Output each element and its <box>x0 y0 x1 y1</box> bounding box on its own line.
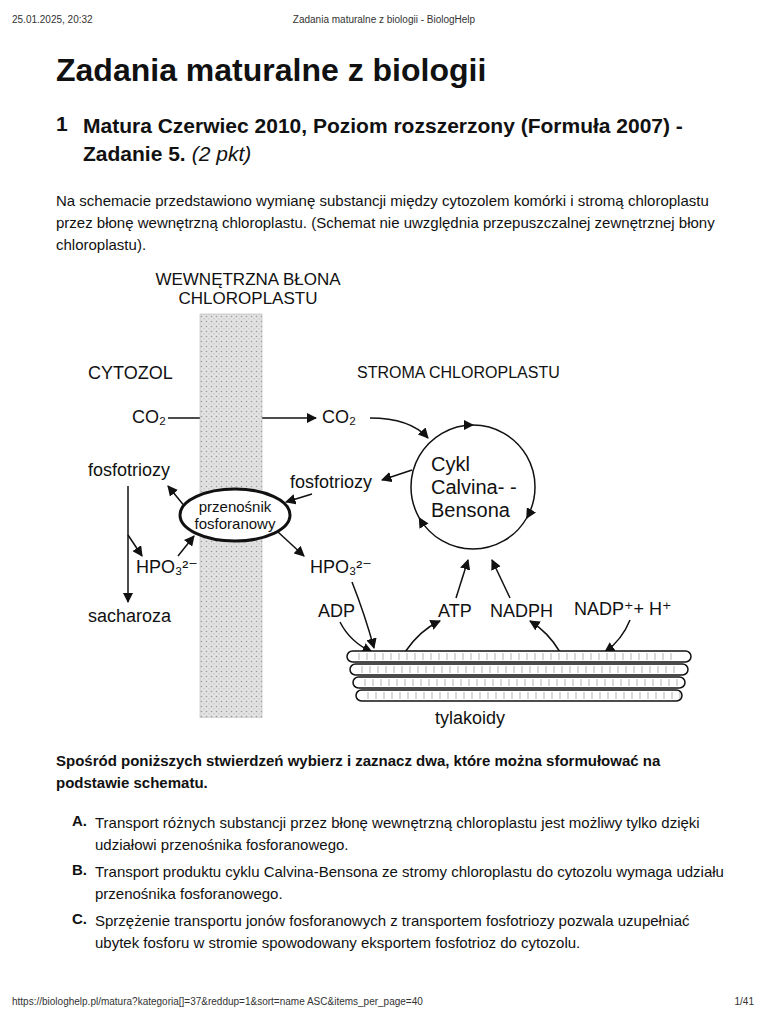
option-letter: A. <box>72 812 87 829</box>
option-letter: B. <box>72 861 87 878</box>
molecule-label: fosfotriozy <box>88 460 170 481</box>
molecule-label: HPO₃²⁻ <box>310 556 372 578</box>
region-label: CYTOZOL <box>88 363 173 384</box>
footer-url: https://biologhelp.pl/matura?kategoria[]… <box>12 996 423 1007</box>
molecule-label: HPO₃²⁻ <box>136 556 198 578</box>
molecule-label: sacharoza <box>88 606 171 627</box>
molecule-label: ATP <box>438 601 472 622</box>
cycle-circle: Cykl Calvina- -Bensona <box>408 422 538 552</box>
page-title: Zadania maturalne z biologii <box>56 52 486 89</box>
header-title: Zadania maturalne z biologii - BiologHel… <box>234 14 534 25</box>
page-number: 1/41 <box>735 996 754 1007</box>
carrier-ellipse: przenośnik fosforanowy <box>178 487 292 543</box>
task-heading-text: Matura Czerwiec 2010, Poziom rozszerzony… <box>83 114 683 165</box>
cycle-label: Cykl Calvina- -Bensona <box>423 453 523 522</box>
task-points: (2 pkt) <box>192 142 252 165</box>
molecule-label: CO₂ <box>132 407 166 428</box>
question-text: Spośród poniższych stwierdzeń wybierz i … <box>56 750 716 794</box>
option-text: Transport produktu cyklu Calvina-Bensona… <box>95 861 735 905</box>
thylakoid-shapes <box>345 648 695 706</box>
molecule-label: NADPH <box>490 601 553 622</box>
molecule-label: ADP <box>318 601 355 622</box>
option-text: Transport różnych substancji przez błonę… <box>95 812 735 856</box>
option-text: Sprzężenie transportu jonów fosforanowyc… <box>95 910 735 954</box>
header-date: 25.01.2025, 20:32 <box>12 14 93 25</box>
thylakoid-stack: tylakoidy <box>345 648 695 732</box>
task-number: 1 <box>56 112 68 136</box>
intro-text: Na schemacie przedstawiono wymianę subst… <box>56 190 716 256</box>
thylakoid-label: tylakoidy <box>345 708 595 729</box>
molecule-label: fosfotriozy <box>290 472 372 493</box>
molecule-label: NADP⁺+ H⁺ <box>574 598 672 620</box>
carrier-label: przenośnik fosforanowy <box>190 498 280 532</box>
option-letter: C. <box>72 910 87 927</box>
membrane-label: WEWNĘTRZNA BŁONA CHLOROPLASTU <box>148 270 348 308</box>
region-label: STROMA CHLOROPLASTU <box>357 364 560 382</box>
task-heading: Matura Czerwiec 2010, Poziom rozszerzony… <box>83 112 683 168</box>
molecule-label: CO₂ <box>322 407 356 428</box>
